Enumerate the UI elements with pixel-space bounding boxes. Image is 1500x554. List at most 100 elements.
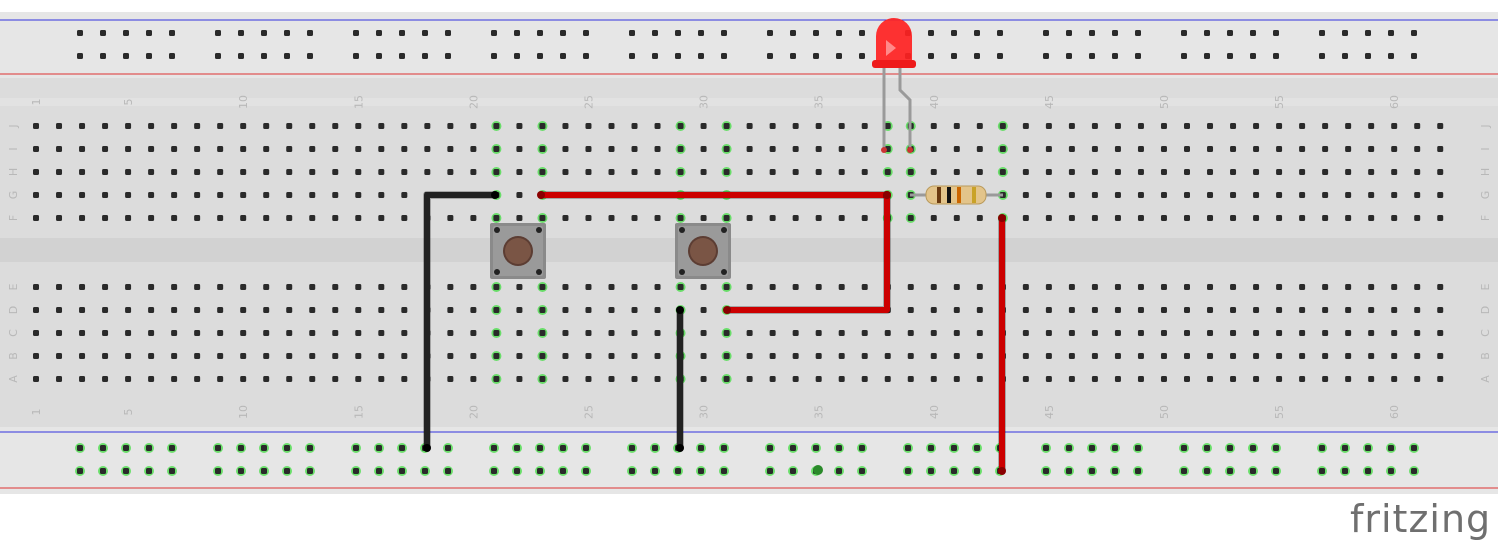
hole	[953, 215, 960, 221]
rail-hole	[537, 30, 543, 36]
hole	[194, 353, 201, 359]
column-label: 50	[1158, 95, 1171, 109]
hole	[1230, 146, 1237, 152]
column-label: 25	[582, 95, 595, 109]
rail-hole	[514, 30, 520, 36]
column-label: 1	[30, 99, 43, 106]
hole	[723, 353, 730, 359]
hole	[286, 376, 293, 382]
rail-hole	[767, 445, 773, 451]
hole	[33, 284, 39, 290]
hole	[1437, 284, 1444, 290]
row-label: H	[7, 168, 20, 176]
top-label-band	[0, 98, 1498, 106]
hole	[1160, 215, 1167, 221]
hole	[907, 376, 914, 382]
hole	[953, 169, 960, 175]
rail-hole	[813, 53, 819, 59]
hole	[263, 146, 270, 152]
breadboard	[0, 12, 1498, 494]
rail-hole	[1043, 30, 1049, 36]
hole	[700, 215, 707, 221]
hole	[1322, 123, 1329, 129]
hole	[217, 192, 224, 198]
rail-hole	[951, 445, 957, 451]
rail-hole	[238, 445, 244, 451]
hole	[838, 215, 845, 221]
hole	[608, 330, 615, 336]
hole	[1345, 123, 1352, 129]
hole	[102, 169, 109, 175]
hole	[562, 123, 569, 129]
rail-hole	[675, 468, 681, 474]
hole	[309, 284, 316, 290]
rail-hole	[583, 468, 589, 474]
hole	[1414, 215, 1421, 221]
hole	[286, 169, 293, 175]
hole	[562, 169, 569, 175]
hole	[1276, 284, 1283, 290]
hole	[1322, 146, 1329, 152]
hole	[1207, 330, 1214, 336]
hole	[125, 169, 132, 175]
row-label: I	[1479, 147, 1492, 150]
hole	[631, 169, 638, 175]
hole	[1114, 353, 1121, 359]
breadboard-holes	[33, 30, 1444, 476]
resistor	[910, 185, 1003, 205]
hole	[884, 169, 891, 175]
rail-hole	[1112, 30, 1118, 36]
hole	[654, 376, 661, 382]
hole	[1414, 169, 1421, 175]
hole	[79, 192, 86, 198]
hole	[769, 376, 776, 382]
rail-hole	[422, 30, 428, 36]
hole	[608, 146, 615, 152]
hole	[930, 169, 937, 175]
hole	[1391, 215, 1398, 221]
wire-end	[491, 191, 499, 199]
hole	[953, 284, 960, 290]
hole	[217, 307, 224, 313]
hole	[102, 376, 109, 382]
hole	[447, 353, 454, 359]
hole	[378, 146, 385, 152]
hole	[1207, 353, 1214, 359]
rail-hole	[1135, 468, 1141, 474]
hole	[125, 307, 132, 313]
hole	[930, 330, 937, 336]
hole	[1299, 192, 1306, 198]
hole	[930, 146, 937, 152]
rail-hole	[1250, 30, 1256, 36]
hole	[33, 169, 39, 175]
rail-hole	[1273, 30, 1279, 36]
rail-hole	[583, 30, 589, 36]
push-button	[490, 223, 546, 279]
hole	[1345, 146, 1352, 152]
hole	[56, 146, 63, 152]
rail-hole	[951, 53, 957, 59]
hole	[1160, 353, 1167, 359]
hole	[1114, 215, 1121, 221]
hole	[263, 169, 270, 175]
hole	[1276, 376, 1283, 382]
hole	[792, 284, 799, 290]
rail-hole	[629, 53, 635, 59]
hole	[930, 376, 937, 382]
rail-hole	[767, 30, 773, 36]
hole	[378, 353, 385, 359]
rail-hole	[1365, 30, 1371, 36]
hole	[838, 123, 845, 129]
hole	[401, 284, 408, 290]
rail-hole	[399, 53, 405, 59]
hole	[884, 123, 891, 129]
rail-hole	[1273, 468, 1279, 474]
hole	[1253, 376, 1260, 382]
hole	[976, 123, 983, 129]
rail-hole	[675, 53, 681, 59]
rail-hole	[215, 53, 221, 59]
hole	[1345, 169, 1352, 175]
hole	[815, 123, 822, 129]
button-pin	[721, 227, 727, 233]
hole	[976, 376, 983, 382]
